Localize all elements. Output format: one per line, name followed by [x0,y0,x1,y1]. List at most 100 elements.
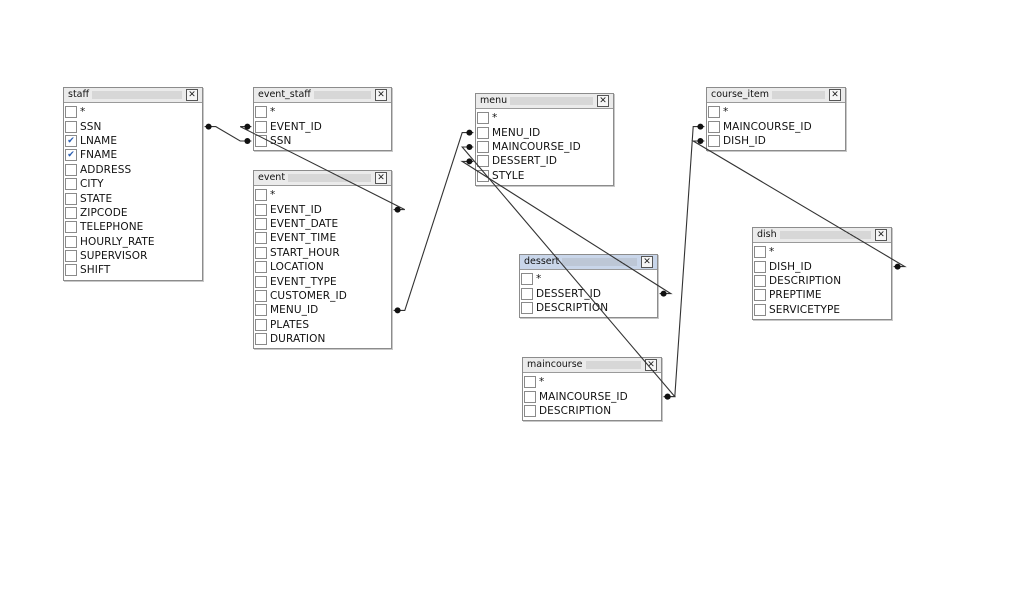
checkbox[interactable] [708,120,720,133]
checkbox[interactable] [255,134,267,147]
field-row[interactable]: EVENT_ID [255,202,391,216]
checkbox[interactable] [255,106,267,119]
checkbox[interactable] [255,217,267,230]
field-row[interactable]: MENU_ID [477,125,613,139]
checkbox[interactable] [65,178,77,191]
field-row[interactable]: HOURLY_RATE [65,235,202,249]
checkbox[interactable] [255,275,267,288]
field-row[interactable]: SUPERVISOR [65,249,202,263]
field-row[interactable]: ✔LNAME [65,134,202,148]
field-row[interactable]: MAINCOURSE_ID [477,140,613,154]
field-row[interactable]: DISH_ID [708,134,845,148]
close-icon[interactable]: ✕ [375,172,387,184]
checkbox[interactable] [255,246,267,259]
field-row[interactable]: * [255,105,391,119]
checkbox[interactable] [477,155,489,168]
field-row[interactable]: * [708,105,845,119]
table-header[interactable]: dish✕ [753,228,891,243]
field-row[interactable]: ADDRESS [65,163,202,177]
field-row[interactable]: SSN [255,134,391,148]
checkbox-checked[interactable]: ✔ [65,134,77,147]
checkbox[interactable] [708,106,720,119]
field-row[interactable]: DESCRIPTION [521,301,657,315]
checkbox[interactable] [65,192,77,205]
checkbox[interactable] [65,106,77,119]
checkbox[interactable] [477,112,489,125]
checkbox[interactable] [65,120,77,133]
close-icon[interactable]: ✕ [645,359,657,371]
field-row[interactable]: SHIFT [65,263,202,277]
close-icon[interactable]: ✕ [829,89,841,101]
checkbox[interactable] [754,274,766,287]
checkbox[interactable] [521,301,533,314]
checkbox[interactable] [255,189,267,202]
field-row[interactable]: STATE [65,191,202,205]
checkbox[interactable] [255,232,267,245]
close-icon[interactable]: ✕ [875,229,887,241]
table-header[interactable]: course_item✕ [707,88,845,103]
checkbox[interactable] [477,140,489,153]
field-row[interactable]: MENU_ID [255,303,391,317]
field-row[interactable]: MAINCOURSE_ID [708,119,845,133]
table-header[interactable]: maincourse✕ [523,358,661,373]
field-row[interactable]: ✔FNAME [65,148,202,162]
drag-grip[interactable] [68,91,182,99]
checkbox[interactable] [65,264,77,277]
checkbox[interactable] [255,261,267,274]
checkbox[interactable] [521,273,533,286]
checkbox[interactable] [524,390,536,403]
table-header[interactable]: menu✕ [476,94,613,109]
field-row[interactable]: SSN [65,119,202,133]
field-row[interactable]: * [255,188,391,202]
field-row[interactable]: STYLE [477,169,613,183]
checkbox-checked[interactable]: ✔ [65,149,77,162]
table-header[interactable]: event_staff✕ [254,88,391,103]
checkbox[interactable] [255,333,267,346]
checkbox[interactable] [477,169,489,182]
field-row[interactable]: * [477,111,613,125]
table-header[interactable]: staff✕ [64,88,202,103]
field-row[interactable]: DESCRIPTION [754,274,891,288]
checkbox[interactable] [255,304,267,317]
field-row[interactable]: DESCRIPTION [524,404,661,418]
field-row[interactable]: START_HOUR [255,246,391,260]
field-row[interactable]: TELEPHONE [65,220,202,234]
drag-grip[interactable] [480,97,593,105]
close-icon[interactable]: ✕ [641,256,653,268]
checkbox[interactable] [255,203,267,216]
field-row[interactable]: EVENT_TIME [255,231,391,245]
close-icon[interactable]: ✕ [186,89,198,101]
checkbox[interactable] [65,235,77,248]
checkbox[interactable] [255,289,267,302]
checkbox[interactable] [524,404,536,417]
checkbox[interactable] [754,289,766,302]
table-header[interactable]: dessert✕ [520,255,657,270]
checkbox[interactable] [521,287,533,300]
checkbox[interactable] [255,318,267,331]
checkbox[interactable] [754,303,766,316]
field-row[interactable]: * [754,245,891,259]
checkbox[interactable] [477,126,489,139]
field-row[interactable]: * [65,105,202,119]
field-row[interactable]: ZIPCODE [65,206,202,220]
field-row[interactable]: SERVICETYPE [754,303,891,317]
close-icon[interactable]: ✕ [597,95,609,107]
field-row[interactable]: * [524,375,661,389]
field-row[interactable]: EVENT_TYPE [255,274,391,288]
field-row[interactable]: EVENT_DATE [255,217,391,231]
checkbox[interactable] [754,246,766,259]
field-row[interactable]: DURATION [255,332,391,346]
checkbox[interactable] [708,134,720,147]
field-row[interactable]: MAINCOURSE_ID [524,389,661,403]
checkbox[interactable] [754,260,766,273]
field-row[interactable]: LOCATION [255,260,391,274]
